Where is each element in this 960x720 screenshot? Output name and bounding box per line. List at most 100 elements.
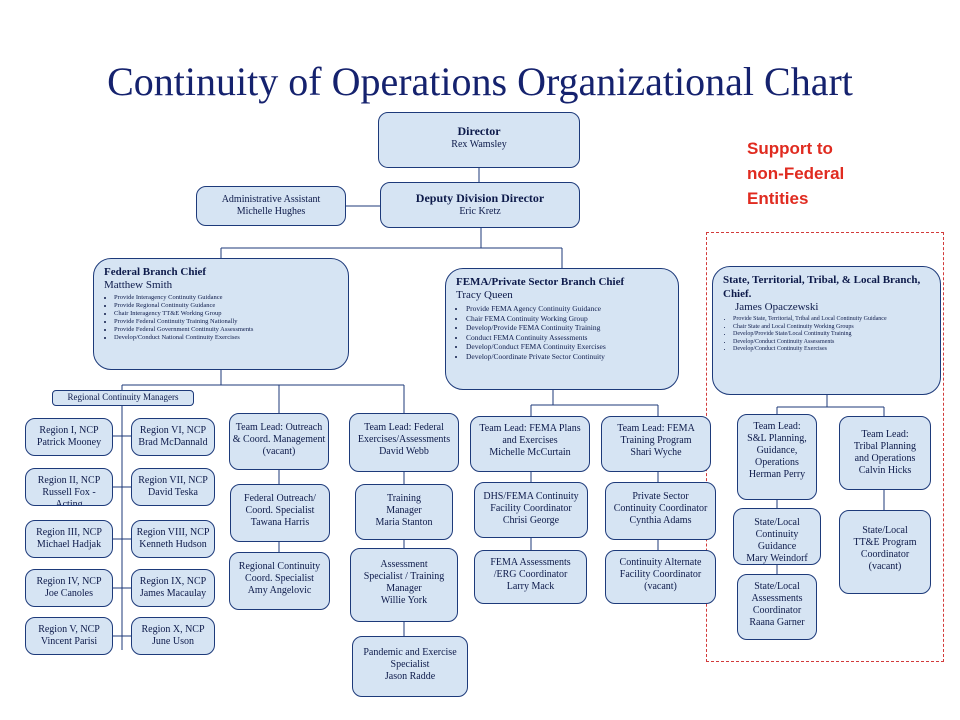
director-box[interactable]: Director Rex Wamsley (378, 112, 580, 168)
staff-box[interactable]: State/Local Assessments Coordinator Raan… (737, 574, 817, 640)
region-name: David Teska (148, 487, 198, 498)
staff-text: Pandemic and Exercise Specialist Jason R… (363, 647, 457, 682)
team-lead-exercises-box[interactable]: Team Lead: Federal Exercises/Assessments… (349, 413, 459, 472)
staff-box[interactable]: Continuity Alternate Facility Coordinato… (605, 550, 716, 604)
regional-managers-label[interactable]: Regional Continuity Managers (52, 390, 194, 406)
team-lead-exercises-text: Team Lead: Federal Exercises/Assessments… (357, 422, 451, 457)
director-title: Director (457, 124, 501, 138)
duty-item: Develop/Conduct Continuity Exercises (733, 346, 930, 354)
region-box[interactable]: Region III, NCP Michael Hadjak (25, 520, 113, 558)
region-name: James Macaulay (139, 588, 207, 599)
staff-box[interactable]: State/Local TT&E Program Coordinator (va… (839, 510, 931, 594)
fema-branch-name: Tracy Queen (456, 289, 513, 301)
region-name: Joe Canoles (44, 588, 94, 599)
federal-branch-box[interactable]: Federal Branch Chief Matthew Smith Provi… (93, 258, 349, 370)
region-box[interactable]: Region I, NCP Patrick Mooney (25, 418, 113, 456)
team-lead-outreach-box[interactable]: Team Lead: Outreach & Coord. Management … (229, 413, 329, 470)
duty-item: Chair State and Local Continuity Working… (733, 324, 930, 332)
team-lead-tribal-text: Team Lead: Tribal Planning and Operation… (853, 429, 917, 476)
staff-text: Federal Outreach/ Coord. Specialist Tawa… (244, 493, 316, 528)
admin-title: Administrative Assistant (221, 194, 321, 205)
duty-item: Provide FEMA Agency Continuity Guidance (466, 304, 668, 314)
director-name: Rex Wamsley (451, 139, 507, 150)
state-branch-title: State, Territorial, Tribal, & Local Bran… (723, 274, 921, 300)
region-title: Region IV, NCP (36, 576, 102, 587)
staff-box[interactable]: DHS/FEMA Continuity Facility Coordinator… (474, 482, 588, 538)
region-name: Patrick Mooney (36, 437, 102, 448)
region-name: Brad McDannald (138, 437, 208, 448)
state-branch-box[interactable]: State, Territorial, Tribal, & Local Bran… (712, 266, 941, 395)
team-lead-fema-training-box[interactable]: Team Lead: FEMA Training Program Shari W… (601, 416, 711, 472)
region-box[interactable]: Region VI, NCP Brad McDannald (131, 418, 215, 456)
duty-item: Develop/Provide FEMA Continuity Training (466, 323, 668, 333)
support-note: Support to non-Federal Entities (747, 139, 845, 208)
staff-text: Continuity Alternate Facility Coordinato… (619, 557, 702, 592)
staff-text: State/Local TT&E Program Coordinator (va… (853, 525, 917, 572)
team-lead-sl-planning-text: Team Lead: S&L Planning, Guidance, Opera… (747, 421, 807, 480)
team-lead-fema-plans-text: Team Lead: FEMA Plans and Exercises Mich… (479, 423, 581, 458)
deputy-title: Deputy Division Director (415, 191, 545, 205)
staff-text: State/Local Continuity Guidance Mary Wei… (746, 517, 808, 564)
team-lead-sl-planning-box[interactable]: Team Lead: S&L Planning, Guidance, Opera… (737, 414, 817, 500)
region-name: Michael Hadjak (36, 539, 102, 550)
deputy-name: Eric Kretz (459, 206, 501, 217)
staff-box[interactable]: Private Sector Continuity Coordinator Cy… (605, 482, 716, 540)
region-box[interactable]: Region VIII, NCP Kenneth Hudson (131, 520, 215, 558)
staff-box[interactable]: Training Manager Maria Stanton (355, 484, 453, 540)
state-duties-list: Provide State, Territorial, Tribal and L… (723, 316, 930, 354)
federal-duties-list: Provide Interagency Continuity Guidance … (104, 294, 338, 342)
region-name: Kenneth Hudson (139, 539, 207, 550)
region-name: Russell Fox - Acting (42, 487, 96, 506)
staff-text: Assessment Specialist / Training Manager… (363, 559, 445, 606)
team-lead-tribal-box[interactable]: Team Lead: Tribal Planning and Operation… (839, 416, 931, 490)
duty-item: Chair FEMA Continuity Working Group (466, 314, 668, 324)
duty-item: Develop/Conduct Continuity Assessments (733, 339, 930, 347)
region-title: Region II, NCP (37, 475, 101, 486)
region-title: Region III, NCP (36, 527, 102, 538)
duty-item: Provide Federal Continuity Training Nati… (114, 318, 338, 326)
region-title: Region V, NCP (38, 624, 100, 635)
fema-duties-list: Provide FEMA Agency Continuity Guidance … (456, 304, 668, 361)
staff-box[interactable]: Assessment Specialist / Training Manager… (350, 548, 458, 622)
team-lead-fema-training-text: Team Lead: FEMA Training Program Shari W… (617, 423, 695, 458)
region-box[interactable]: Region X, NCP June Uson (131, 617, 215, 655)
deputy-director-box[interactable]: Deputy Division Director Eric Kretz (380, 182, 580, 228)
region-box[interactable]: Region V, NCP Vincent Parisi (25, 617, 113, 655)
region-box[interactable]: Region VII, NCP David Teska (131, 468, 215, 506)
region-box[interactable]: Region IX, NCP James Macaulay (131, 569, 215, 607)
duty-item: Provide Federal Government Continuity As… (114, 326, 338, 334)
duty-item: Develop/Coordinate Private Sector Contin… (466, 352, 668, 362)
page-title: Continuity of Operations Organizational … (107, 59, 853, 104)
region-title: Region VI, NCP (139, 425, 207, 436)
staff-box[interactable]: FEMA Assessments /ERG Coordinator Larry … (474, 550, 587, 604)
staff-text: State/Local Assessments Coordinator Raan… (749, 581, 805, 628)
team-lead-outreach-text: Team Lead: Outreach & Coord. Management … (232, 422, 326, 457)
staff-box[interactable]: Federal Outreach/ Coord. Specialist Tawa… (230, 484, 330, 542)
region-box[interactable]: Region IV, NCP Joe Canoles (25, 569, 113, 607)
region-title: Region VII, NCP (138, 475, 208, 486)
fema-branch-box[interactable]: FEMA/Private Sector Branch Chief Tracy Q… (445, 268, 679, 390)
region-title: Region I, NCP (39, 425, 99, 436)
admin-assistant-box[interactable]: Administrative Assistant Michelle Hughes (196, 186, 346, 226)
staff-text: Training Manager Maria Stanton (375, 493, 433, 528)
staff-text: FEMA Assessments /ERG Coordinator Larry … (490, 557, 571, 592)
state-branch-name: James Opaczewski (735, 301, 819, 313)
staff-text: Private Sector Continuity Coordinator Cy… (613, 491, 708, 526)
duty-item: Provide Interagency Continuity Guidance (114, 294, 338, 302)
duty-item: Conduct FEMA Continuity Assessments (466, 333, 668, 343)
staff-text: Regional Continuity Coord. Specialist Am… (238, 561, 321, 596)
duty-item: Develop/Conduct FEMA Continuity Exercise… (466, 342, 668, 352)
team-lead-fema-plans-box[interactable]: Team Lead: FEMA Plans and Exercises Mich… (470, 416, 590, 472)
staff-box[interactable]: State/Local Continuity Guidance Mary Wei… (733, 508, 821, 565)
duty-item: Provide Regional Continuity Guidance (114, 302, 338, 310)
duty-item: Develop/Conduct National Continuity Exer… (114, 334, 338, 342)
duty-item: Chair Interagency TT&E Working Group (114, 310, 338, 318)
region-name: June Uson (152, 636, 194, 647)
staff-box[interactable]: Regional Continuity Coord. Specialist Am… (229, 552, 330, 610)
region-title: Region VIII, NCP (136, 527, 210, 538)
region-name: Vincent Parisi (40, 636, 98, 647)
region-title: Region X, NCP (141, 624, 205, 635)
region-box[interactable]: Region II, NCP Russell Fox - Acting (25, 468, 113, 506)
staff-box[interactable]: Pandemic and Exercise Specialist Jason R… (352, 636, 468, 697)
staff-text: DHS/FEMA Continuity Facility Coordinator… (483, 491, 579, 526)
